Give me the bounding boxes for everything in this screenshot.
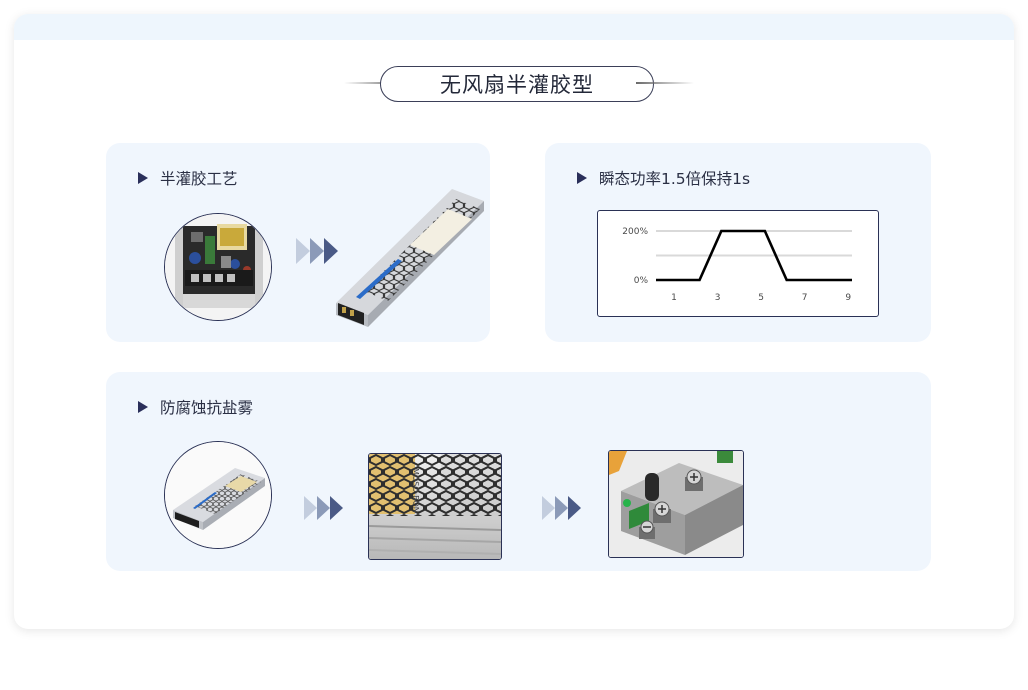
power-panel: 瞬态功率1.5倍保持1s 200% 0% 1 3 5 7 9	[545, 143, 931, 342]
hex-vent-illustration: MOSO·BON	[369, 454, 501, 559]
screw-terminal	[653, 501, 671, 523]
section-title-group: 无风扇半灌胶型	[344, 66, 694, 102]
brand-engraving: MOSO·BON	[411, 468, 420, 513]
hex-vent-closeup-photo: MOSO·BON	[368, 453, 502, 560]
triple-chevron-right-icon	[296, 238, 338, 264]
screw-terminal	[639, 520, 655, 539]
power-supply-product-image	[336, 189, 484, 327]
terminal-block-3d-render	[608, 450, 744, 558]
process-panel-heading: 半灌胶工艺	[138, 167, 238, 189]
triple-chevron-right-icon	[304, 496, 343, 520]
card-top-band	[14, 14, 1014, 40]
x-tick-label: 1	[671, 293, 677, 303]
triple-chevron-right-icon	[542, 496, 581, 520]
triangle-right-icon	[577, 172, 587, 184]
corrosion-panel-label: 防腐蚀抗盐雾	[160, 399, 254, 417]
x-tick-label: 5	[758, 293, 764, 303]
x-tick-label: 9	[845, 293, 851, 303]
section-title: 无风扇半灌胶型	[380, 66, 654, 102]
triangle-right-icon	[138, 401, 148, 413]
title-decor-line-left	[344, 82, 402, 84]
x-tick-label: 7	[802, 293, 808, 303]
title-decor-line-right	[636, 82, 694, 84]
transient-power-chart: 200% 0% 1 3 5 7 9	[597, 210, 879, 317]
corrosion-panel-heading: 防腐蚀抗盐雾	[138, 396, 253, 418]
process-panel-label: 半灌胶工艺	[160, 170, 238, 188]
pcb-detail-photo	[164, 213, 272, 321]
feature-card: 无风扇半灌胶型 半灌胶工艺	[14, 14, 1014, 629]
power-series-line	[656, 229, 852, 282]
product-overview-photo	[164, 441, 272, 549]
product-overview-illustration	[165, 442, 271, 548]
power-panel-label: 瞬态功率1.5倍保持1s	[599, 170, 751, 188]
pcb-illustration	[165, 214, 271, 320]
corrosion-panel: 防腐蚀抗盐雾	[106, 372, 931, 571]
screw-terminal	[685, 469, 703, 491]
y-tick-label: 0%	[634, 276, 649, 286]
x-tick-label: 3	[715, 293, 721, 303]
process-panel: 半灌胶工艺	[106, 143, 490, 342]
y-tick-label: 200%	[622, 227, 648, 237]
terminal-block-illustration	[609, 451, 743, 557]
power-panel-heading: 瞬态功率1.5倍保持1s	[577, 167, 750, 189]
triangle-right-icon	[138, 172, 148, 184]
chart-canvas: 200% 0% 1 3 5 7 9	[622, 227, 852, 303]
